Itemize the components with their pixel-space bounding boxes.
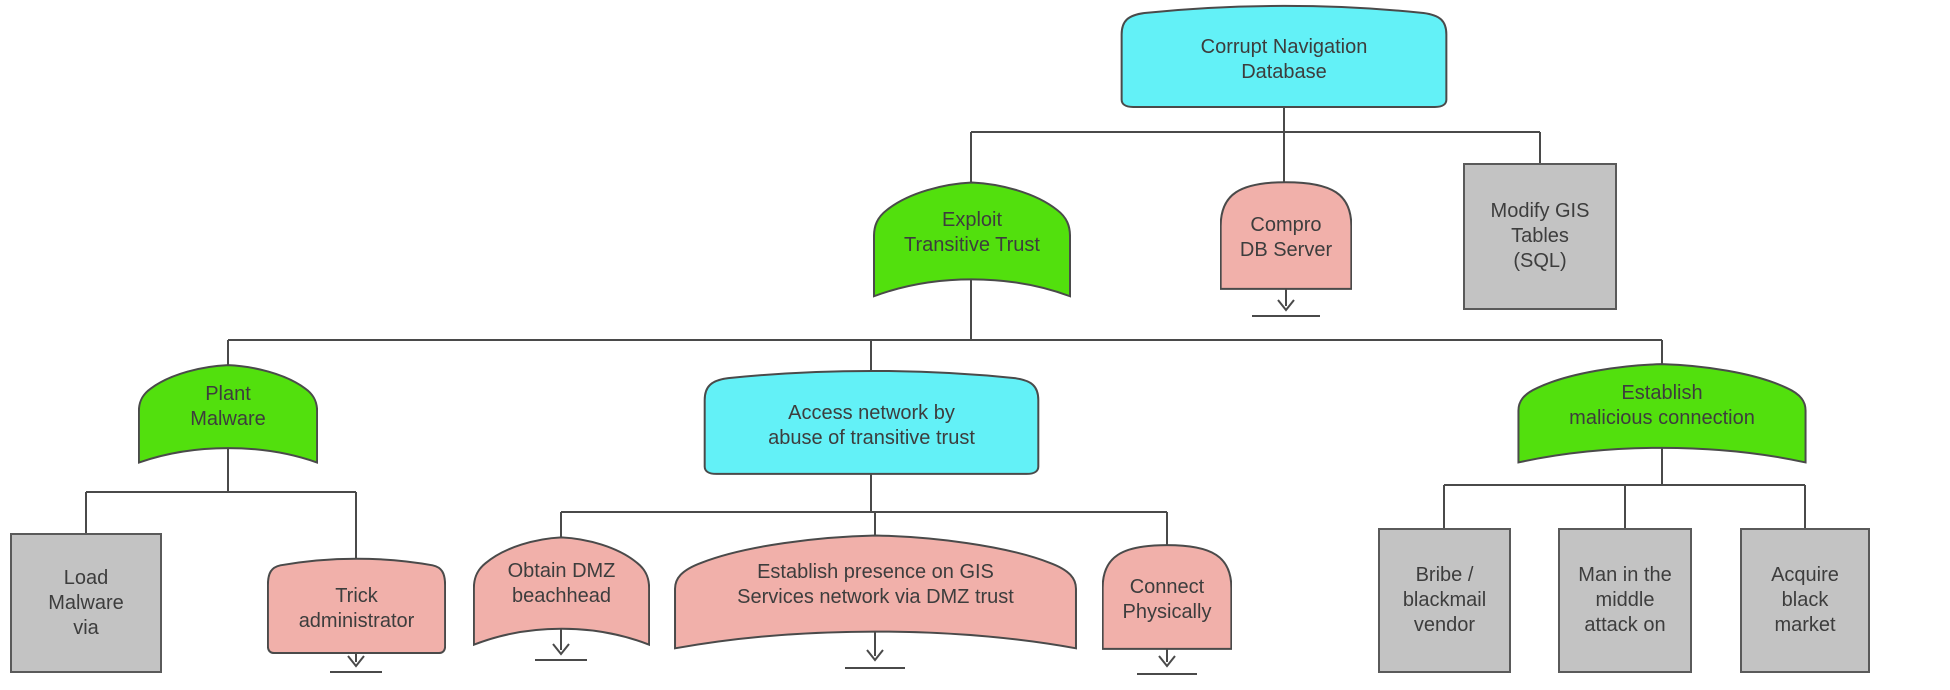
continuation-arrow-icon xyxy=(1137,648,1197,675)
continuation-arrow-icon xyxy=(535,626,587,661)
connector-plant-children xyxy=(85,438,357,562)
node-establish-presence-gis: Establish presence on GIS Services netwo… xyxy=(673,533,1078,657)
connector-access-children xyxy=(560,468,1168,548)
ogee-shape xyxy=(874,183,1070,297)
arch-shape xyxy=(268,559,445,653)
node-establish-malicious-connection: Establish malicious connection xyxy=(1517,362,1807,470)
arch-shape xyxy=(705,371,1039,474)
node-label: Plant Malware xyxy=(190,382,266,430)
node-access-network: Access network by abuse of transitive tr… xyxy=(703,368,1040,475)
node-connect-physically: Connect Physically xyxy=(1102,543,1232,650)
continuation-arrow-icon xyxy=(845,630,905,669)
node-trick-administrator: Trick administrator xyxy=(267,556,446,654)
node-label: Bribe / blackmail vendor xyxy=(1402,564,1487,636)
node-corrupt-navigation-database: Corrupt Navigation Database xyxy=(1120,3,1448,108)
node-acquire-black-market: Acquire black market xyxy=(1740,528,1870,673)
node-exploit-transitive-trust: Exploit Transitive Trust xyxy=(873,180,1071,305)
node-compro-db-server: Compro DB Server xyxy=(1220,180,1352,290)
node-plant-malware: Plant Malware xyxy=(138,363,318,470)
connector-estconn-children xyxy=(1443,442,1806,531)
connector-exploit-children xyxy=(227,272,1663,378)
node-label: Establish malicious connection xyxy=(1569,382,1755,429)
node-label: Man in the middle attack on xyxy=(1578,564,1672,636)
dome-shape xyxy=(1221,182,1352,289)
continuation-arrow-icon xyxy=(1252,288,1320,317)
dome-shape xyxy=(1103,545,1232,649)
node-label: Obtain DMZ beachhead xyxy=(507,560,616,607)
node-modify-gis-tables: Modify GIS Tables (SQL) xyxy=(1463,163,1617,310)
node-bribe-blackmail-vendor: Bribe / blackmail vendor xyxy=(1378,528,1511,673)
node-load-malware-via: Load Malware via xyxy=(10,533,162,673)
node-man-in-the-middle: Man in the middle attack on xyxy=(1558,528,1692,673)
ogee-shape xyxy=(139,365,317,462)
node-label: Exploit Transitive Trust xyxy=(904,208,1040,256)
node-label: Trick administrator xyxy=(298,585,415,632)
node-label: Load Malware via xyxy=(48,566,124,639)
ogee-shape xyxy=(474,537,649,644)
node-label: Corrupt Navigation Database xyxy=(1200,35,1368,83)
node-label: Connect Physically xyxy=(1122,575,1212,623)
node-label: Access network by abuse of transitive tr… xyxy=(768,401,975,449)
ogee-shape xyxy=(1518,364,1805,462)
node-label: Establish presence on GIS Services netwo… xyxy=(737,561,1014,608)
arch-shape xyxy=(1122,6,1447,107)
ogee-shape xyxy=(675,535,1076,648)
node-label: Acquire black market xyxy=(1771,564,1839,636)
connector-root-children xyxy=(970,104,1541,195)
continuation-arrow-icon xyxy=(330,652,382,673)
node-label: Modify GIS Tables (SQL) xyxy=(1490,200,1590,272)
node-label: Compro DB Server xyxy=(1239,214,1333,261)
node-obtain-dmz-beachhead: Obtain DMZ beachhead xyxy=(473,535,650,653)
